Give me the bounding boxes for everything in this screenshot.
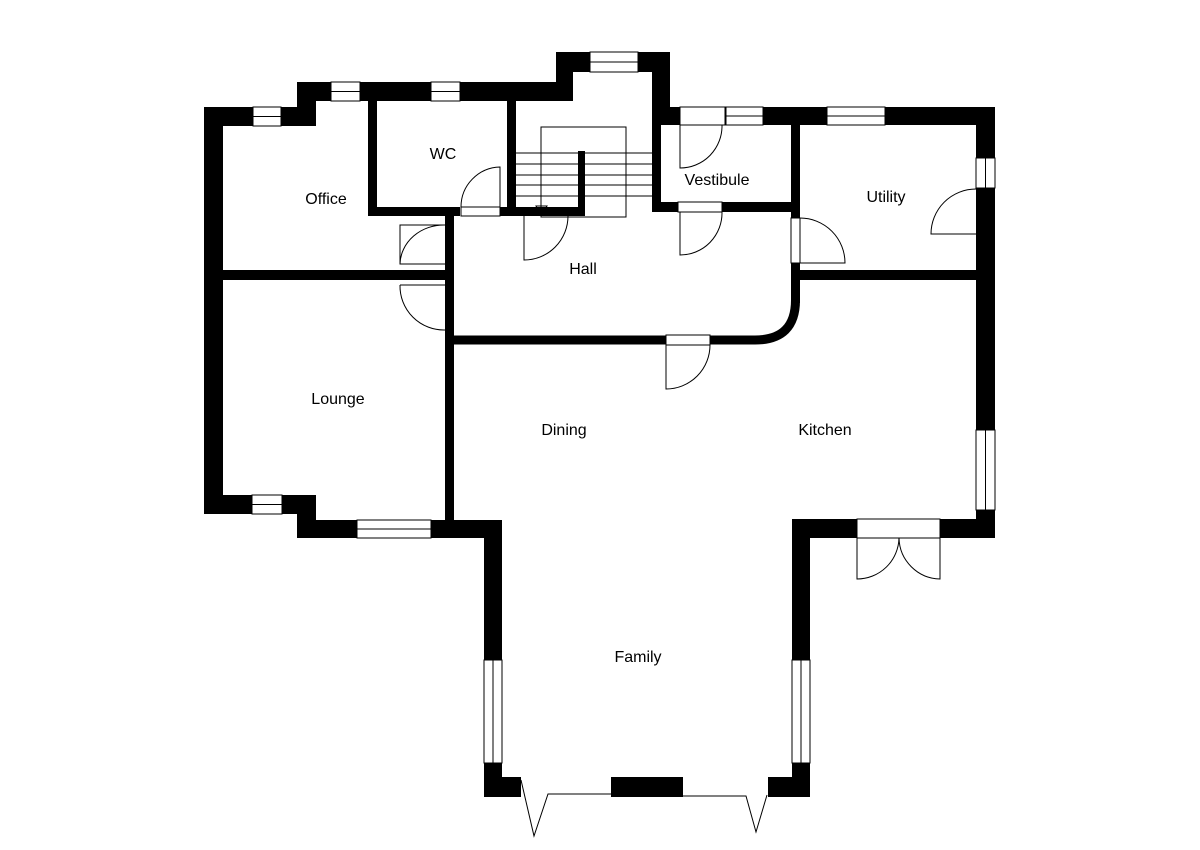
wall bbox=[652, 202, 800, 212]
window bbox=[975, 157, 996, 189]
room-label-family: Family bbox=[614, 649, 661, 666]
room-labels: Office WC Hall Vestibule Utility Lounge … bbox=[305, 146, 905, 666]
window bbox=[975, 429, 996, 511]
wall bbox=[204, 107, 223, 514]
wall bbox=[652, 52, 670, 125]
door-family-bifold bbox=[520, 779, 768, 838]
room-label-lounge: Lounge bbox=[311, 391, 364, 408]
wall bbox=[611, 777, 683, 797]
room-label-kitchen: Kitchen bbox=[798, 422, 851, 439]
stair-arrow-icon bbox=[535, 205, 548, 216]
wall bbox=[368, 207, 460, 216]
room-label-vestibule: Vestibule bbox=[685, 172, 750, 189]
window bbox=[251, 494, 283, 515]
doors bbox=[399, 106, 977, 838]
wall bbox=[368, 101, 377, 216]
window bbox=[330, 81, 361, 102]
wall bbox=[500, 207, 585, 216]
windows bbox=[251, 51, 996, 764]
window bbox=[826, 106, 886, 126]
wall bbox=[507, 101, 516, 216]
staircase bbox=[516, 126, 652, 218]
door-vestibule bbox=[679, 211, 723, 256]
room-label-hall: Hall bbox=[569, 261, 597, 278]
wall bbox=[791, 107, 800, 218]
door-utility bbox=[799, 217, 846, 264]
room-label-utility: Utility bbox=[866, 189, 905, 206]
door-lounge bbox=[399, 284, 446, 331]
room-label-wc: WC bbox=[430, 146, 457, 163]
wall bbox=[800, 270, 976, 280]
wall bbox=[578, 151, 585, 216]
room-label-dining: Dining bbox=[541, 422, 586, 439]
wall bbox=[791, 263, 800, 303]
door-office bbox=[399, 224, 446, 265]
wall bbox=[450, 299, 800, 345]
wall bbox=[652, 107, 661, 212]
door-dining bbox=[665, 344, 711, 390]
door-front bbox=[679, 124, 723, 169]
door-utility-back bbox=[930, 188, 977, 235]
window bbox=[483, 659, 503, 764]
window bbox=[725, 106, 764, 126]
room-label-office: Office bbox=[305, 191, 347, 208]
door-stair-cupboard bbox=[523, 215, 569, 261]
window bbox=[430, 81, 461, 102]
door-wc bbox=[460, 166, 501, 208]
wall bbox=[223, 270, 454, 280]
door-kitchen-french bbox=[856, 537, 941, 580]
wall bbox=[445, 216, 454, 520]
window bbox=[791, 659, 811, 764]
window bbox=[356, 519, 432, 539]
window bbox=[589, 51, 639, 73]
wall bbox=[484, 777, 521, 797]
window bbox=[252, 106, 282, 127]
